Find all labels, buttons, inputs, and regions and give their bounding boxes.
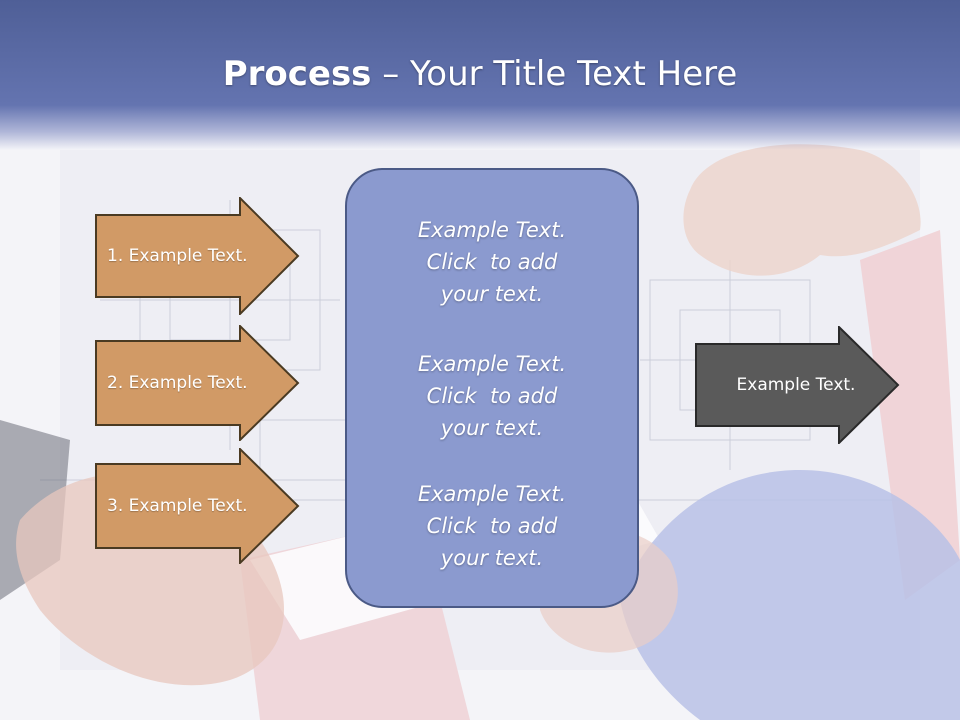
center-paragraph-3: Example Text. Click to add your text. bbox=[347, 478, 637, 574]
paragraph-line: Click to add bbox=[426, 250, 558, 274]
paragraph-line: Example Text. bbox=[417, 352, 567, 376]
paragraph-line: Example Text. bbox=[417, 482, 567, 506]
step-arrow-3: 3. Example Text. bbox=[95, 448, 300, 564]
step-arrow-2: 2. Example Text. bbox=[95, 325, 300, 441]
arrow-shape-icon bbox=[695, 326, 900, 444]
arrow-shape-icon bbox=[95, 325, 300, 441]
center-paragraph-2: Example Text. Click to add your text. bbox=[347, 348, 637, 444]
paragraph-line: Click to add bbox=[426, 514, 558, 538]
title-bold-part: Process bbox=[222, 54, 372, 94]
slide-title: Process – Your Title Text Here bbox=[0, 52, 960, 96]
center-paragraph-1: Example Text. Click to add your text. bbox=[347, 214, 637, 310]
paragraph-line: your text. bbox=[440, 282, 544, 306]
step-label: 2. Example Text. bbox=[107, 373, 248, 393]
output-arrow: Example Text. bbox=[695, 326, 900, 444]
paragraph-line: your text. bbox=[440, 416, 544, 440]
arrow-shape-icon bbox=[95, 448, 300, 564]
paragraph-line: Click to add bbox=[426, 384, 558, 408]
center-text-box: Example Text. Click to add your text. Ex… bbox=[345, 168, 639, 608]
paragraph-line: your text. bbox=[440, 546, 544, 570]
output-label: Example Text. bbox=[736, 375, 856, 395]
paragraph-line: Example Text. bbox=[417, 218, 567, 242]
step-arrow-1: 1. Example Text. bbox=[95, 197, 300, 315]
title-band bbox=[0, 0, 960, 150]
step-label: 1. Example Text. bbox=[107, 246, 248, 266]
step-label: 3. Example Text. bbox=[107, 496, 248, 516]
arrow-shape-icon bbox=[95, 197, 300, 315]
title-rest-part: – Your Title Text Here bbox=[371, 54, 738, 94]
